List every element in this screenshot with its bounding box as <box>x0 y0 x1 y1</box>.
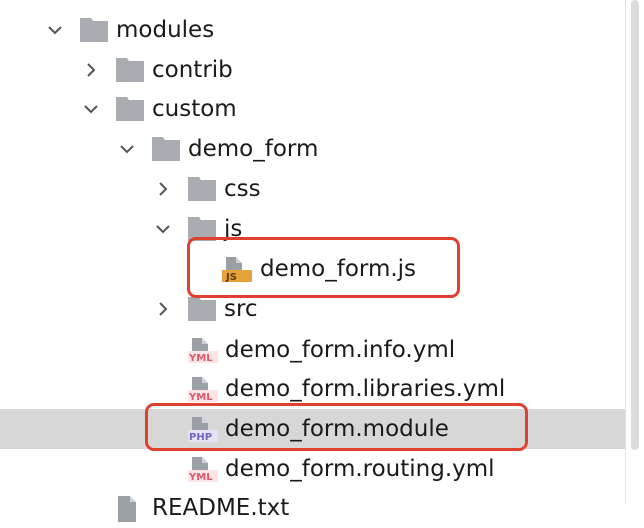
chevron-down-icon[interactable] <box>148 209 178 249</box>
tree-item-label: css <box>224 176 261 202</box>
folder-icon <box>152 129 182 169</box>
folder-icon <box>188 209 218 249</box>
yml-file-icon: YML <box>188 369 218 409</box>
chevron-right-icon[interactable] <box>148 289 178 329</box>
tree-item-label: contrib <box>152 57 233 83</box>
tree-item-demo-form[interactable]: demo_form <box>0 129 626 169</box>
project-file-tree: modules contrib custom demo_form <box>0 10 626 522</box>
js-file-icon: JS <box>222 249 252 289</box>
tree-item-label: demo_form.js <box>260 256 417 282</box>
tree-item-label: custom <box>152 96 237 122</box>
folder-icon <box>116 89 146 129</box>
chevron-down-icon[interactable] <box>76 89 106 129</box>
php-file-icon: PHP <box>188 409 218 449</box>
svg-text:PHP: PHP <box>189 432 212 443</box>
tree-item-libraries-yml[interactable]: YML demo_form.libraries.yml <box>0 369 626 409</box>
chevron-down-icon[interactable] <box>40 10 70 50</box>
vertical-scrollbar[interactable] <box>625 0 644 504</box>
scrollbar-thumb[interactable] <box>631 0 639 450</box>
text-file-icon <box>116 488 146 528</box>
tree-item-label: demo_form.routing.yml <box>225 456 495 482</box>
tree-item-label: modules <box>116 17 215 43</box>
tree-item-readme[interactable]: README.txt <box>0 488 626 528</box>
tree-item-demo-form-js[interactable]: JS demo_form.js <box>0 249 626 289</box>
tree-item-routing-yml[interactable]: YML demo_form.routing.yml <box>0 449 626 489</box>
folder-icon <box>188 169 218 209</box>
folder-icon <box>116 50 146 90</box>
svg-text:JS: JS <box>225 272 237 283</box>
tree-item-label: demo_form.info.yml <box>225 337 456 363</box>
yml-file-icon: YML <box>188 449 218 489</box>
chevron-right-icon[interactable] <box>76 50 106 90</box>
tree-item-src[interactable]: src <box>0 289 626 329</box>
tree-item-label: demo_form.module <box>225 416 449 442</box>
tree-item-label: README.txt <box>152 495 290 521</box>
highlight-box-js-file <box>187 237 460 298</box>
chevron-down-icon[interactable] <box>112 129 142 169</box>
tree-item-label: src <box>224 296 258 322</box>
tree-item-modules[interactable]: modules <box>0 10 626 50</box>
tree-item-label: demo_form <box>188 136 319 162</box>
highlight-box-module-file <box>145 403 528 451</box>
svg-text:YML: YML <box>188 392 213 403</box>
tree-item-css[interactable]: css <box>0 169 626 209</box>
svg-text:YML: YML <box>188 472 213 483</box>
tree-item-label: demo_form.libraries.yml <box>225 376 506 402</box>
tree-item-contrib[interactable]: contrib <box>0 50 626 90</box>
chevron-right-icon[interactable] <box>148 169 178 209</box>
svg-text:YML: YML <box>188 353 213 364</box>
tree-item-info-yml[interactable]: YML demo_form.info.yml <box>0 330 626 370</box>
folder-icon <box>80 10 110 50</box>
tree-item-custom[interactable]: custom <box>0 89 626 129</box>
yml-file-icon: YML <box>188 330 218 370</box>
tree-item-label: js <box>224 216 243 242</box>
tree-item-js[interactable]: js <box>0 209 626 249</box>
folder-icon <box>188 289 218 329</box>
